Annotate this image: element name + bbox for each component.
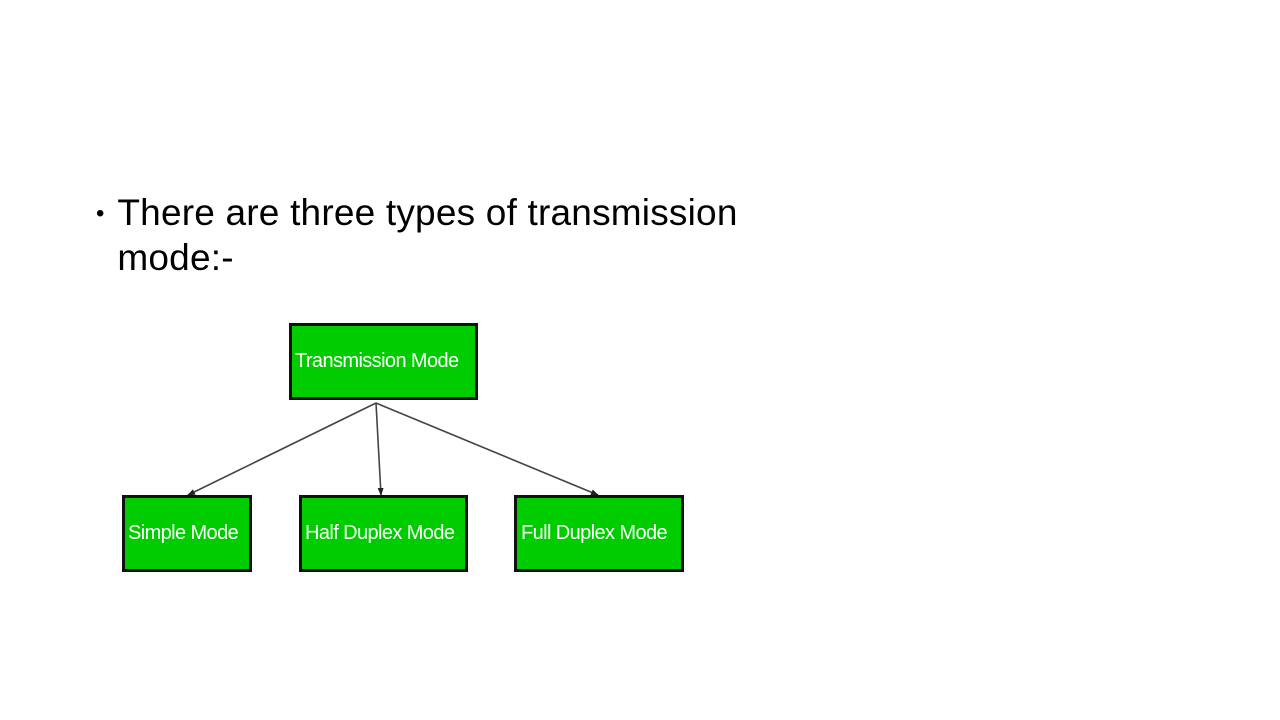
node-full-duplex-mode-label: Full Duplex Mode bbox=[521, 522, 668, 544]
node-simple-mode-label: Simple Mode bbox=[128, 522, 239, 544]
node-full-duplex-mode: Full Duplex Mode bbox=[514, 495, 684, 572]
arrow-to-half-duplex-mode bbox=[375, 402, 384, 496]
node-transmission-mode-label: Transmission Mode bbox=[295, 350, 459, 372]
bullet-marker: • bbox=[96, 200, 105, 227]
arrow-to-full-duplex-mode bbox=[375, 402, 599, 496]
node-half-duplex-mode: Half Duplex Mode bbox=[299, 495, 468, 572]
bullet-text: There are three types of transmission mo… bbox=[117, 192, 738, 278]
bullet-list: • There are three types of transmission … bbox=[96, 190, 756, 280]
arrow-to-simple-mode bbox=[187, 402, 377, 496]
node-transmission-mode: Transmission Mode bbox=[289, 323, 478, 400]
node-half-duplex-mode-label: Half Duplex Mode bbox=[305, 522, 455, 544]
bullet-item: • There are three types of transmission … bbox=[96, 190, 756, 280]
node-simple-mode: Simple Mode bbox=[122, 495, 252, 572]
